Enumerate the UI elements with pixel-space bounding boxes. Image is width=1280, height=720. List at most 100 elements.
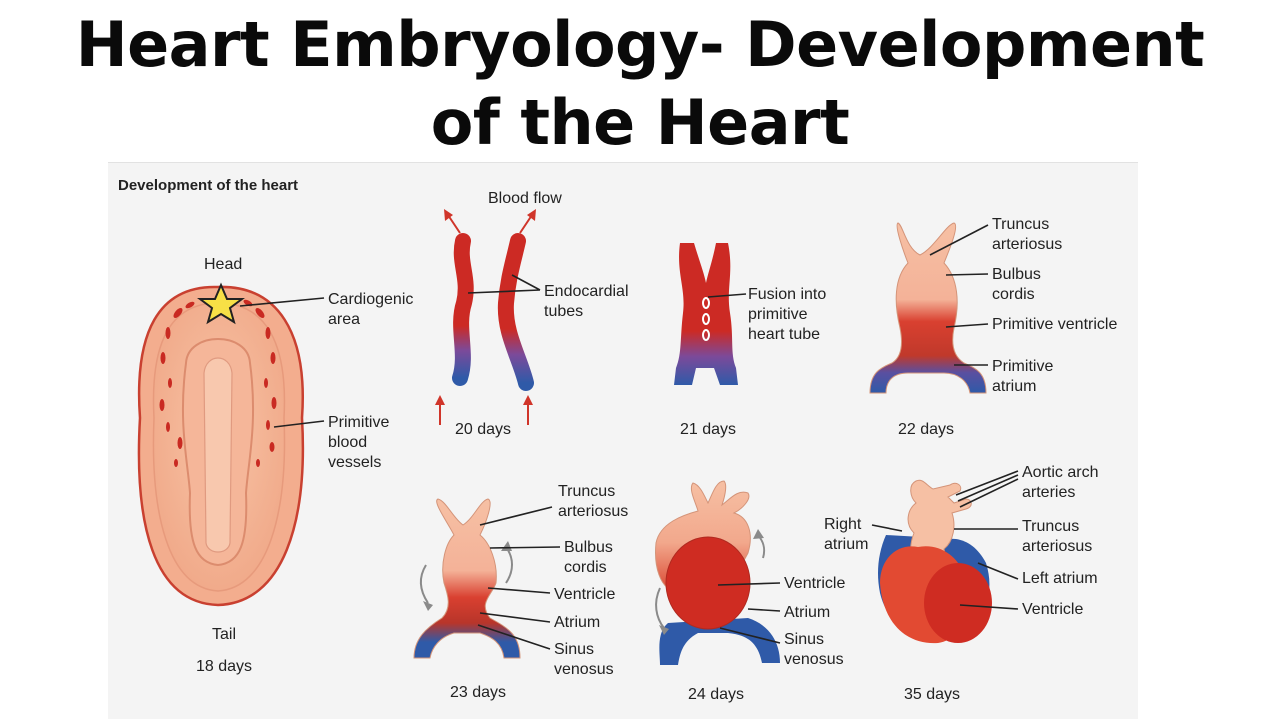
leader-ventricle-24 [717,582,781,586]
leader-primitive-vessels [273,420,325,428]
arrowhead-left-23 [423,601,433,611]
page-title: Heart Embryology- Development of the Hea… [0,6,1280,162]
left-ventricle-35-days [924,563,992,643]
label-vessels-3: vessels [328,454,381,471]
label-atrium-24: Atrium [784,604,830,621]
heart-23-days [413,498,521,659]
leader-aortic [955,470,1019,508]
leader-atrium-24 [747,608,781,612]
age-35-days: 35 days [904,686,960,703]
fusion-seam [702,297,710,341]
label-vessels-2: blood [328,434,367,451]
leader-truncus-23 [479,506,553,526]
flow-arrow-up-left [447,214,461,234]
label-left-atrium: Left atrium [1022,570,1098,587]
primitive-blood-vessels-marks [159,299,277,467]
stage-20-days: Blood flow Endocardial tubes 20 days [435,190,629,438]
ventricle-24-days [665,536,751,630]
arrowhead-in-left [435,395,445,405]
age-24-days: 24 days [688,686,744,703]
arrowhead-right-23 [501,541,512,551]
label-truncus-35-2: arteriosus [1022,538,1092,555]
leader-sinus-24 [719,627,781,644]
leader-atrium-23 [479,612,551,623]
arrowhead-up-left [444,209,453,221]
label-sinus-24-1: Sinus [784,631,824,648]
leader-ventricle-35 [959,604,1019,610]
stage-24-days: Ventricle Atrium Sinus venosus 24 days [655,480,845,703]
label-bulbus-23-1: Bulbus [564,539,613,556]
label-vessels-1: Primitive [328,414,389,431]
label-truncus-35-1: Truncus [1022,518,1079,535]
loop-arrow-left-23 [420,564,429,604]
stage-35-days: Aortic arch arteries Right atrium Truncu… [824,464,1098,703]
embryo-18-days: Head Cardiogenic area Primitive blood ve… [137,256,413,675]
label-sinus-24-2: venosus [784,651,844,668]
leader-sinus-23 [477,624,551,650]
label-atrium-22-2: atrium [992,378,1036,395]
arrowhead-up-right [527,209,536,221]
label-truncus-22-1: Truncus [992,216,1049,233]
label-blood-flow: Blood flow [488,190,562,207]
label-endocardial-1: Endocardial [544,283,629,300]
label-endocardial-2: tubes [544,303,583,320]
label-sinus-23-2: venosus [554,661,614,678]
label-ventricle-22: Primitive ventricle [992,316,1117,333]
right-endocardial-tube [497,233,534,391]
age-18-days: 18 days [196,658,252,675]
age-22-days: 22 days [898,421,954,438]
arrowhead-right-24 [753,529,764,539]
label-right-atrium-2: atrium [824,536,868,553]
cardiogenic-star-icon [197,282,245,325]
leader-endocardial [467,274,541,294]
label-bulbus-23-2: cordis [564,559,607,576]
label-tail: Tail [212,626,236,643]
arrowhead-left-24 [659,625,669,635]
sinus-venosus-24-days [659,618,780,665]
label-head: Head [204,256,242,273]
label-cardiogenic-1: Cardiogenic [328,291,413,308]
label-truncus-22-2: arteriosus [992,236,1062,253]
label-fusion-1: Fusion into [748,286,826,303]
label-atrium-22-1: Primitive [992,358,1053,375]
label-right-atrium-1: Right [824,516,862,533]
neural-groove [203,357,233,553]
label-bulbus-22-2: cordis [992,286,1035,303]
leader-fusion [707,293,747,298]
label-ventricle-35: Ventricle [1022,601,1083,618]
label-ventricle-24: Ventricle [784,575,845,592]
age-21-days: 21 days [680,421,736,438]
figure-heading: Development of the heart [118,177,298,194]
leader-truncus-22 [929,224,989,256]
page-title-line-1: Heart Embryology- Development [75,8,1205,81]
leader-ventricle-23 [487,587,551,594]
label-cardiogenic-2: area [328,311,360,328]
heart-development-figure: Development of the heart Head Cardiogeni… [108,162,1138,719]
flow-arrow-up-right [519,214,533,234]
label-ventricle-23: Ventricle [554,586,615,603]
stage-22-days: Truncus arteriosus Bulbus cordis Primiti… [869,216,1117,438]
stage-21-days: Fusion into primitive heart tube 21 days [674,243,826,438]
page-title-line-2: of the Heart [430,86,850,159]
age-20-days: 20 days [455,421,511,438]
label-aortic-2: arteries [1022,484,1075,501]
label-atrium-23: Atrium [554,614,600,631]
label-sinus-23-1: Sinus [554,641,594,658]
stage-23-days: Truncus arteriosus Bulbus cordis Ventric… [413,483,628,701]
left-endocardial-tube [452,233,474,386]
loop-arrow-left-24 [655,587,665,629]
figure-canvas: Development of the heart Head Cardiogeni… [118,177,1117,703]
label-fusion-2: primitive [748,306,808,323]
leader-bulbus-22 [945,273,989,276]
label-truncus-23-1: Truncus [558,483,615,500]
leader-cardiogenic [239,297,325,307]
heart-22-days [869,222,987,394]
leader-bulbus-23 [489,546,561,549]
label-fusion-3: heart tube [748,326,820,343]
label-truncus-23-2: arteriosus [558,503,628,520]
loop-arrow-right-23 [505,546,513,584]
label-bulbus-22-1: Bulbus [992,266,1041,283]
age-23-days: 23 days [450,684,506,701]
truncus-35-days [907,479,972,569]
leader-ventricle-22 [945,323,989,328]
